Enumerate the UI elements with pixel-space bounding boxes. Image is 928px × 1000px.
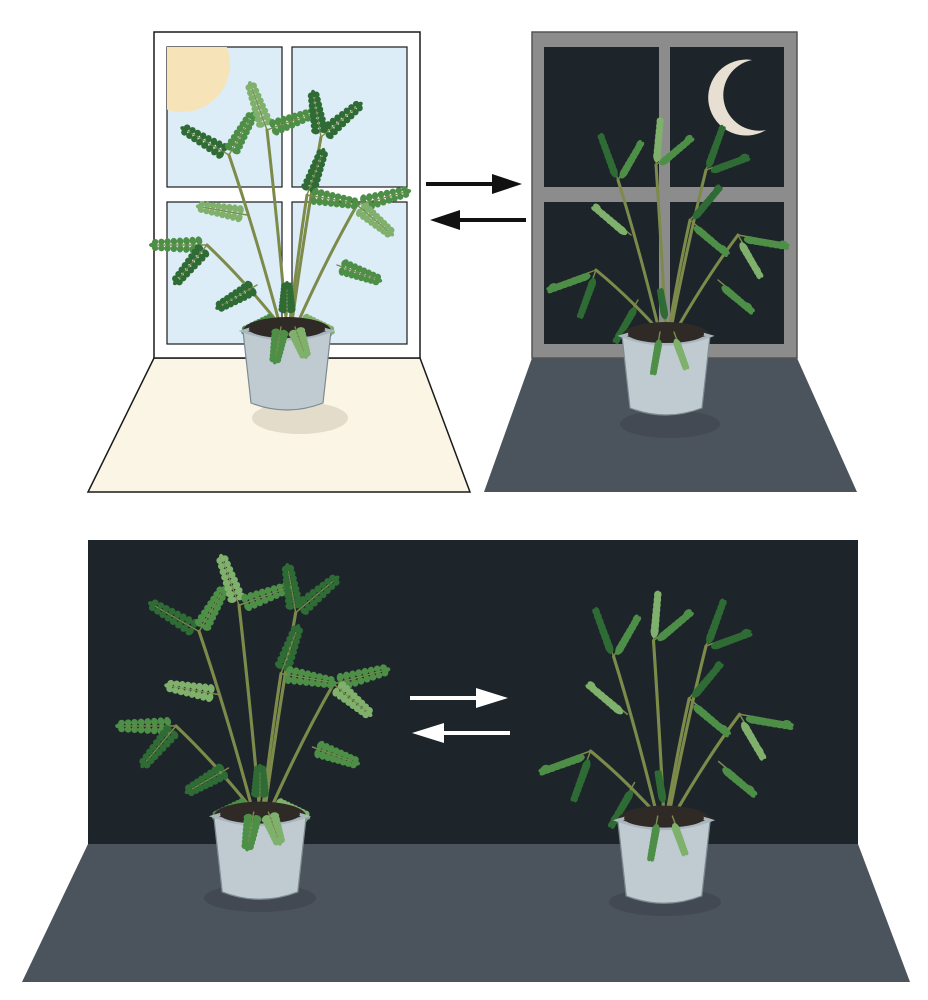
dark-room-wall — [88, 540, 858, 844]
top-arrows — [426, 174, 526, 230]
night-pane-top-left — [544, 47, 659, 187]
night-plant-folded — [546, 117, 790, 416]
day-plant-open — [149, 81, 412, 411]
arrow-right-icon — [426, 174, 522, 194]
day-window-scene — [86, 31, 472, 493]
dark-left-plant-open — [115, 553, 391, 900]
dark-room-scene — [22, 540, 910, 982]
dark-room-floor — [22, 844, 910, 982]
arrow-left-icon — [412, 723, 510, 743]
dark-right-plant-folded — [538, 590, 794, 904]
arrow-right-icon — [410, 688, 508, 708]
sun-icon — [167, 47, 230, 112]
bottom-arrows — [410, 688, 510, 743]
night-pot-shadow — [620, 410, 720, 438]
night-pane-bottom-right — [670, 202, 784, 344]
moon-icon — [708, 59, 766, 136]
day-pot-shadow — [252, 402, 348, 434]
night-window-scene — [484, 31, 857, 492]
arrow-left-icon — [430, 210, 526, 230]
